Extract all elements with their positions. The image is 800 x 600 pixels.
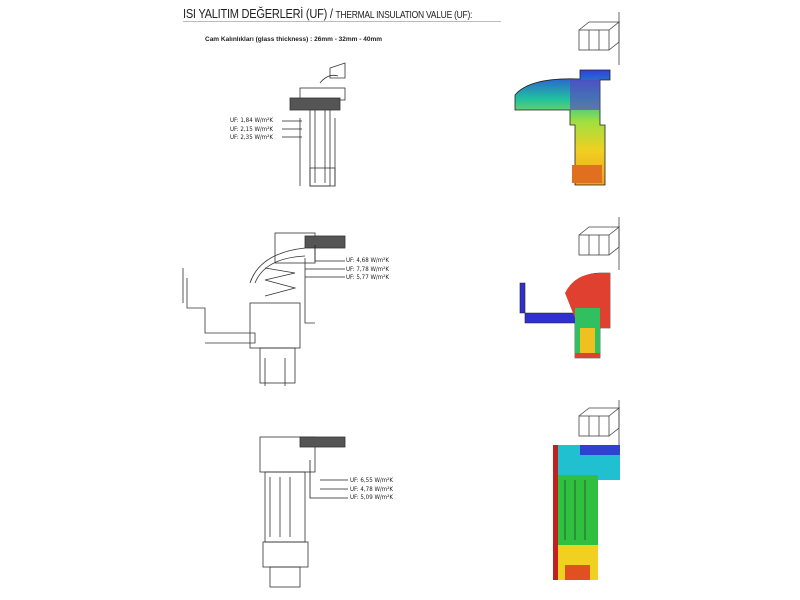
uf-value: UF: 4,68 W/m²K [346, 256, 390, 264]
pointer-lines-3 [309, 460, 348, 499]
pointer-lines-2 [305, 245, 345, 278]
thermal-image-3 [553, 445, 620, 580]
pointer-arrows-1 [282, 120, 302, 138]
uf-values-2: UF: 4,68 W/m²K UF: 7,78 W/m²K UF: 5,77 W… [346, 256, 389, 282]
title-rule [183, 21, 501, 22]
uf-value: UF: 7,78 W/m²K [346, 264, 390, 273]
page-title: ISI YALITIM DEĞERLERİ (UF) / THERMAL INS… [183, 6, 472, 21]
profile-drawing-3 [259, 436, 346, 588]
uf-values-3: UF: 6,55 W/m²K UF: 4,78 W/m²K UF: 5,09 W… [350, 476, 393, 502]
window-icon-3 [578, 400, 621, 448]
uf-value: UF: 1,84 W/m²K [230, 116, 274, 124]
uf-value: UF: 2,35 W/m²K [230, 133, 274, 141]
profile-drawing-1 [289, 62, 346, 187]
thermal-image-2 [519, 272, 611, 359]
thermal-image-1 [514, 69, 611, 186]
title-en: THERMAL INSULATION VALUE (UF): [335, 10, 473, 21]
window-icon-2 [578, 217, 621, 270]
uf-value: UF: 2,15 W/m²K [230, 124, 274, 133]
title-separator: / [329, 6, 333, 21]
uf-values-1: UF: 1,84 W/m²K UF: 2,15 W/m²K UF: 2,35 W… [230, 116, 273, 142]
uf-value: UF: 4,78 W/m²K [350, 484, 394, 493]
glass-thickness-note: Cam Kalınlıkları (glass thickness) : 26m… [205, 36, 383, 43]
uf-value: UF: 5,09 W/m²K [350, 493, 394, 501]
uf-value: UF: 6,55 W/m²K [350, 476, 394, 484]
uf-value: UF: 5,77 W/m²K [346, 273, 390, 281]
window-icon-1 [578, 12, 621, 65]
title-tr: ISI YALITIM DEĞERLERİ (UF) [183, 6, 328, 21]
